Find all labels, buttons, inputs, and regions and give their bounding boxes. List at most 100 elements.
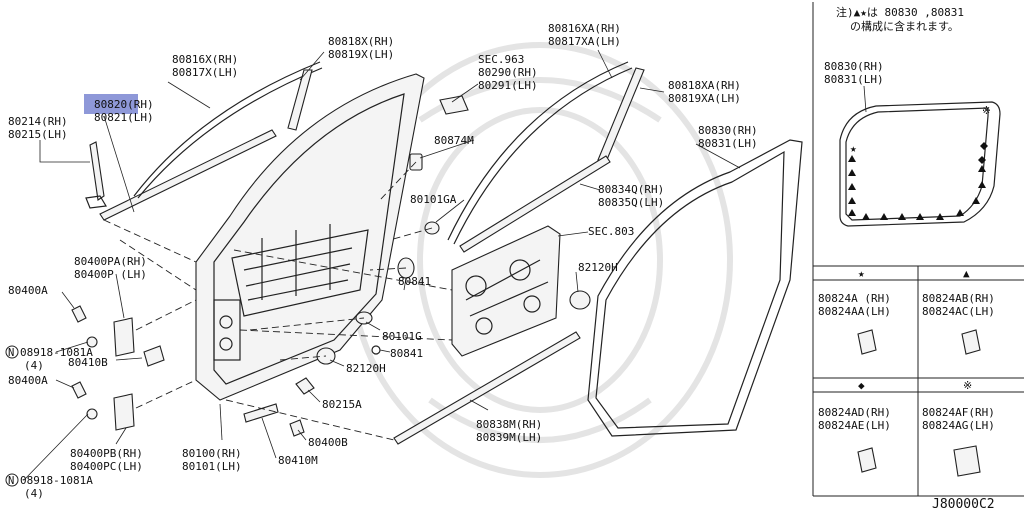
seal-82120h-b xyxy=(569,290,591,310)
diagram-code: J80000C2 xyxy=(932,497,995,511)
run-channel-80816x xyxy=(133,61,323,199)
label-80830-b: 80831(LH) xyxy=(698,137,758,150)
inset-note-line-2: の構成に含まれます。 xyxy=(850,19,959,33)
marker-kome: ※ xyxy=(982,105,991,117)
inset-panel: 注)▲★は 80830 ,80831 の構成に含まれます。 80830(RH) … xyxy=(812,2,1024,497)
hinge-lower-80400pb xyxy=(113,393,135,431)
label-80816x-a: 80816X(RH) xyxy=(172,53,238,66)
label-80101g: 80101G xyxy=(382,330,422,343)
bolt-80400b xyxy=(289,419,305,437)
leader-lines xyxy=(23,49,741,481)
label-80400a-upper: 80400A xyxy=(8,284,48,297)
inset-label-80830-b: 80831(LH) xyxy=(824,73,884,86)
window-regulator-sec803 xyxy=(451,225,561,357)
cell-triangle-line-1: 80824AB(RH) xyxy=(922,292,995,305)
nut-08918-2 xyxy=(86,408,98,420)
glass-run-80816xa xyxy=(447,61,633,245)
bolt-80400a-2 xyxy=(71,381,87,399)
cell-diamond-line-1: 80824AD(RH) xyxy=(818,406,891,419)
bolt-80215a xyxy=(295,377,315,395)
circle-n-upper: N xyxy=(8,347,14,359)
label-80834q-b: 80835Q(LH) xyxy=(598,196,664,209)
callout-08918-upper: N 08918-1081A (4) xyxy=(5,345,93,372)
label-80410m: 80410M xyxy=(278,454,318,467)
circle-n-lower: N xyxy=(8,475,14,487)
label-80816x-b: 80817X(LH) xyxy=(172,66,238,79)
plug-80841-b xyxy=(371,345,381,355)
inner-belt-moulding-80834q xyxy=(459,155,611,253)
label-80215a: 80215A xyxy=(322,398,362,411)
outer-weatherstrip-80820 xyxy=(99,129,277,221)
cell-kome-line-2: 80824AG(LH) xyxy=(922,419,995,432)
label-80816xa-a: 80816XA(RH) xyxy=(548,22,621,35)
cell-star-line-1: 80824A (RH) xyxy=(818,292,891,305)
label-80816xa-b: 80817XA(LH) xyxy=(548,35,621,48)
cell-diamond-clip-drawing xyxy=(857,447,877,473)
door-sash-trim-80214 xyxy=(85,141,107,209)
inset-weatherstrip-outline xyxy=(839,101,1001,227)
part-labels: 80816X(RH) 80817X(LH) 80818X(RH) 80819X(… xyxy=(8,22,758,473)
label-08918-upper-a: 08918-1081A xyxy=(20,346,93,359)
label-80400b: 80400B xyxy=(308,436,348,449)
callout-08918-lower: N 08918-1081A (4) xyxy=(5,473,93,500)
hinge-upper-80400p xyxy=(113,317,135,357)
label-80214-b: 80215(LH) xyxy=(8,128,68,141)
label-80818xa-a: 80818XA(RH) xyxy=(668,79,741,92)
cell-kome-symbol: ※ xyxy=(963,379,972,392)
bracket-sec963 xyxy=(439,95,469,115)
cell-diamond-symbol: ◆ xyxy=(858,379,865,392)
label-82120h-lower: 82120H xyxy=(346,362,386,375)
assembly-dashed-lines xyxy=(103,161,453,441)
belt-strip-80838m xyxy=(393,331,581,445)
label-sec963-c: 80291(LH) xyxy=(478,79,538,92)
cell-star-line-2: 80824AA(LH) xyxy=(818,305,891,318)
inset-note-line-1: 注)▲★は 80830 ,80831 xyxy=(836,5,964,19)
cell-triangle-symbol: ▲ xyxy=(963,267,970,280)
check-link-80410b xyxy=(143,345,165,367)
cell-star-symbol: ★ xyxy=(858,267,865,280)
label-80830-a: 80830(RH) xyxy=(698,124,758,137)
label-80400pb-b: 80400PC(LH) xyxy=(70,460,143,473)
label-80400a-lower: 80400A xyxy=(8,374,48,387)
cell-triangle-clip-drawing xyxy=(961,329,981,355)
cell-triangle-line-2: 80824AC(LH) xyxy=(922,305,995,318)
sash-80818x xyxy=(287,69,313,131)
opening-weatherstrip-80830 xyxy=(587,139,803,437)
label-80410b: 80410B xyxy=(68,356,108,369)
label-80818x-a: 80818X(RH) xyxy=(328,35,394,48)
label-80101ga: 80101GA xyxy=(410,193,457,206)
label-80214-a: 80214(RH) xyxy=(8,115,68,128)
label-80818x-b: 80819X(LH) xyxy=(328,48,394,61)
cell-kome-line-1: 80824AF(RH) xyxy=(922,406,995,419)
label-82120h-upper: 82120H xyxy=(578,261,618,274)
cell-kome-clip-drawing xyxy=(953,445,981,477)
label-08918-lower-b: (4) xyxy=(24,487,44,500)
inset-cell-triangle: ▲ 80824AB(RH) 80824AC(LH) xyxy=(922,267,995,355)
inset-cell-star: ★ 80824A (RH) 80824AA(LH) xyxy=(818,267,891,355)
label-08918-lower-a: 08918-1081A xyxy=(20,474,93,487)
inset-clip-markers: ★ ※ xyxy=(848,105,991,220)
cell-star-clip-drawing xyxy=(857,329,877,355)
inset-cell-kome: ※ 80824AF(RH) 80824AG(LH) xyxy=(922,379,995,477)
label-08918-upper-b: (4) xyxy=(24,359,44,372)
label-80100-b: 80101(LH) xyxy=(182,460,242,473)
label-sec963-a: SEC.963 xyxy=(478,53,524,66)
label-80841-upper: 80841 xyxy=(398,275,431,288)
label-80818xa-b: 80819XA(LH) xyxy=(668,92,741,105)
label-80400pb-a: 80400PB(RH) xyxy=(70,447,143,460)
label-sec963-b: 80290(RH) xyxy=(478,66,538,79)
label-80820-b: 80821(LH) xyxy=(94,111,154,124)
label-sec803: SEC.803 xyxy=(588,225,634,238)
bolt-80400a-1 xyxy=(71,305,87,323)
label-80100-a: 80100(RH) xyxy=(182,447,242,460)
label-80838m-b: 80839M(LH) xyxy=(476,431,542,444)
front-door-shell-80100 xyxy=(195,73,425,401)
label-80400pa-b: 80400P (LH) xyxy=(74,268,147,281)
opening-weatherstrip-inner xyxy=(595,150,785,429)
label-80874m: 80874M xyxy=(434,134,474,147)
label-80834q-a: 80834Q(RH) xyxy=(598,183,664,196)
cell-diamond-line-2: 80824AE(LH) xyxy=(818,419,891,432)
label-80820-a: 80820(RH) xyxy=(94,98,154,111)
